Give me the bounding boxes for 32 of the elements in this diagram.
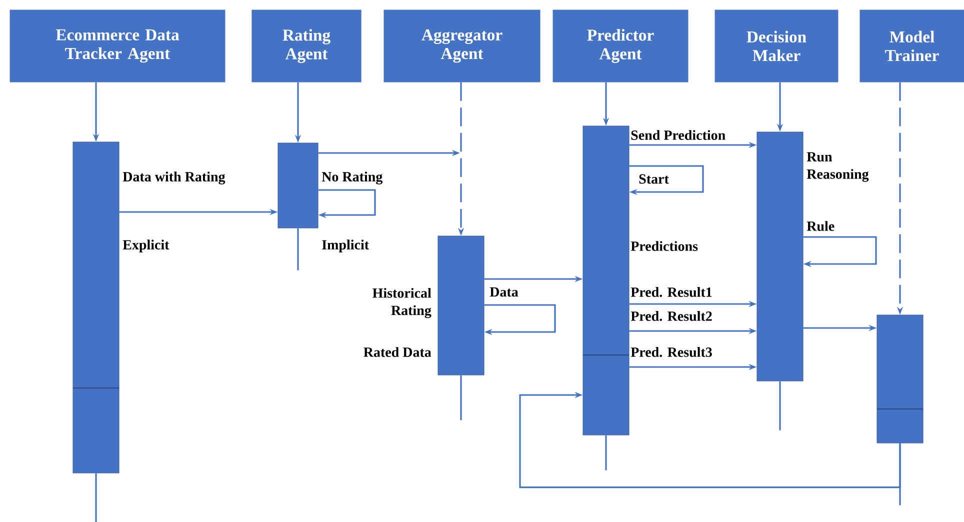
edge-label: Rule [806, 221, 834, 231]
self-message-arrow [803, 236, 877, 268]
agent-box: Aggregator Agent [384, 10, 540, 82]
lifeline [605, 435, 607, 470]
agent-box: Predictor Agent [552, 10, 688, 82]
self-message-arrow [629, 165, 704, 196]
edge-label: Pred. Result2 [630, 311, 712, 321]
activation-bar [756, 132, 804, 382]
activation-bar [876, 314, 924, 444]
lifeline [779, 381, 781, 430]
lifeline [95, 473, 97, 522]
feedback-arrow [519, 392, 901, 488]
self-message-arrow [484, 304, 556, 336]
activation-bar [582, 126, 630, 436]
edge-label: Send Prediction [631, 130, 726, 140]
edge-label: Start [639, 174, 669, 184]
self-message-arrow [318, 189, 376, 218]
lifeline [460, 375, 462, 420]
activation-bar [278, 142, 318, 228]
activation-bar [438, 236, 484, 376]
edge-label: Data [490, 287, 518, 297]
agent-box: Model Trainer [860, 10, 964, 82]
agent-box: Decision Maker [714, 10, 838, 82]
lifeline [899, 443, 901, 506]
edge-label: Pred. Result3 [630, 347, 712, 357]
edge-label: Data with Rating [122, 172, 226, 184]
edge-label: Pred. Result1 [630, 287, 712, 297]
agent-box: Ecommerce Data Tracker Agent [10, 10, 226, 82]
activation-bar [72, 142, 120, 474]
edge-label: No Rating [322, 172, 383, 184]
agent-box: Rating Agent [252, 10, 362, 82]
lifeline [297, 228, 299, 270]
